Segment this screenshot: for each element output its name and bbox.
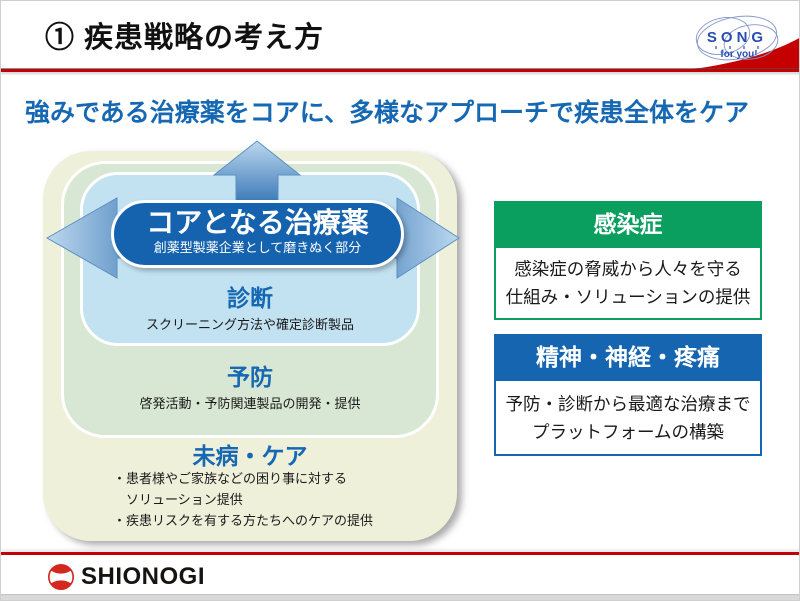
song-logo-tagline: for you! [720, 49, 757, 60]
song-for-you-logo: SONG for you! [695, 15, 779, 61]
bullet-line: ・疾患リスクを有する方たちへのケアの提供 [113, 513, 374, 528]
header-divider-line [1, 69, 799, 72]
infection-panel-title: 感染症 [494, 201, 762, 248]
logo-loops-icon [695, 15, 779, 61]
core-subtitle: 創薬型製薬企業として磨きぬく部分 [153, 240, 362, 255]
shionogi-mark-icon [48, 564, 74, 590]
brand-name: SHIONOGI [81, 563, 206, 590]
pre-disease-care-bullets: ・患者様やご家族などの困り事に対する ソリューション提供 ・疾患リスクを有する方… [113, 468, 443, 531]
infection-panel-body: 感染症の脅威から人々を守る 仕組み・ソリューションの提供 [494, 248, 762, 320]
footer-divider-line [1, 552, 799, 555]
prevention-description: 啓発活動・予防関連製品の開発・提供 [139, 396, 361, 411]
prevention-label: 予防 [227, 364, 273, 390]
song-logo-text: SONG [707, 29, 767, 46]
bullet-line: ・患者様やご家族などの困り事に対する [113, 471, 348, 486]
page-title: ① 疾患戦略の考え方 [45, 22, 325, 54]
bullet-line: ソリューション提供 [126, 492, 243, 507]
infection-panel: 感染症 感染症の脅威から人々を守る 仕組み・ソリューションの提供 [494, 201, 762, 320]
neuro-panel-body: 予防・診断から最適な治療まで プラットフォームの構築 [494, 381, 762, 456]
pre-disease-care-label: 未病・ケア [192, 443, 308, 469]
neuro-panel: 精神・神経・疼痛 予防・診断から最適な治療まで プラットフォームの構築 [494, 334, 762, 456]
shionogi-logo: SHIONOGI [47, 563, 205, 591]
logo-tick-marks-icon [715, 46, 759, 49]
diagnosis-label: 診断 [227, 285, 273, 311]
core-title: コアとなる治療薬 [146, 207, 369, 238]
neuro-panel-title: 精神・神経・疼痛 [494, 334, 762, 381]
core-drug-box: コアとなる治療薬 創薬型製薬企業として磨きぬく部分 [111, 200, 404, 268]
diagnosis-description: スクリーニング方法や確定診断製品 [145, 317, 354, 332]
slide-headline: 強みである治療薬をコアに、多様なアプローチで疾患全体をケア [25, 99, 750, 127]
slide-bottom-edge [1, 594, 799, 600]
